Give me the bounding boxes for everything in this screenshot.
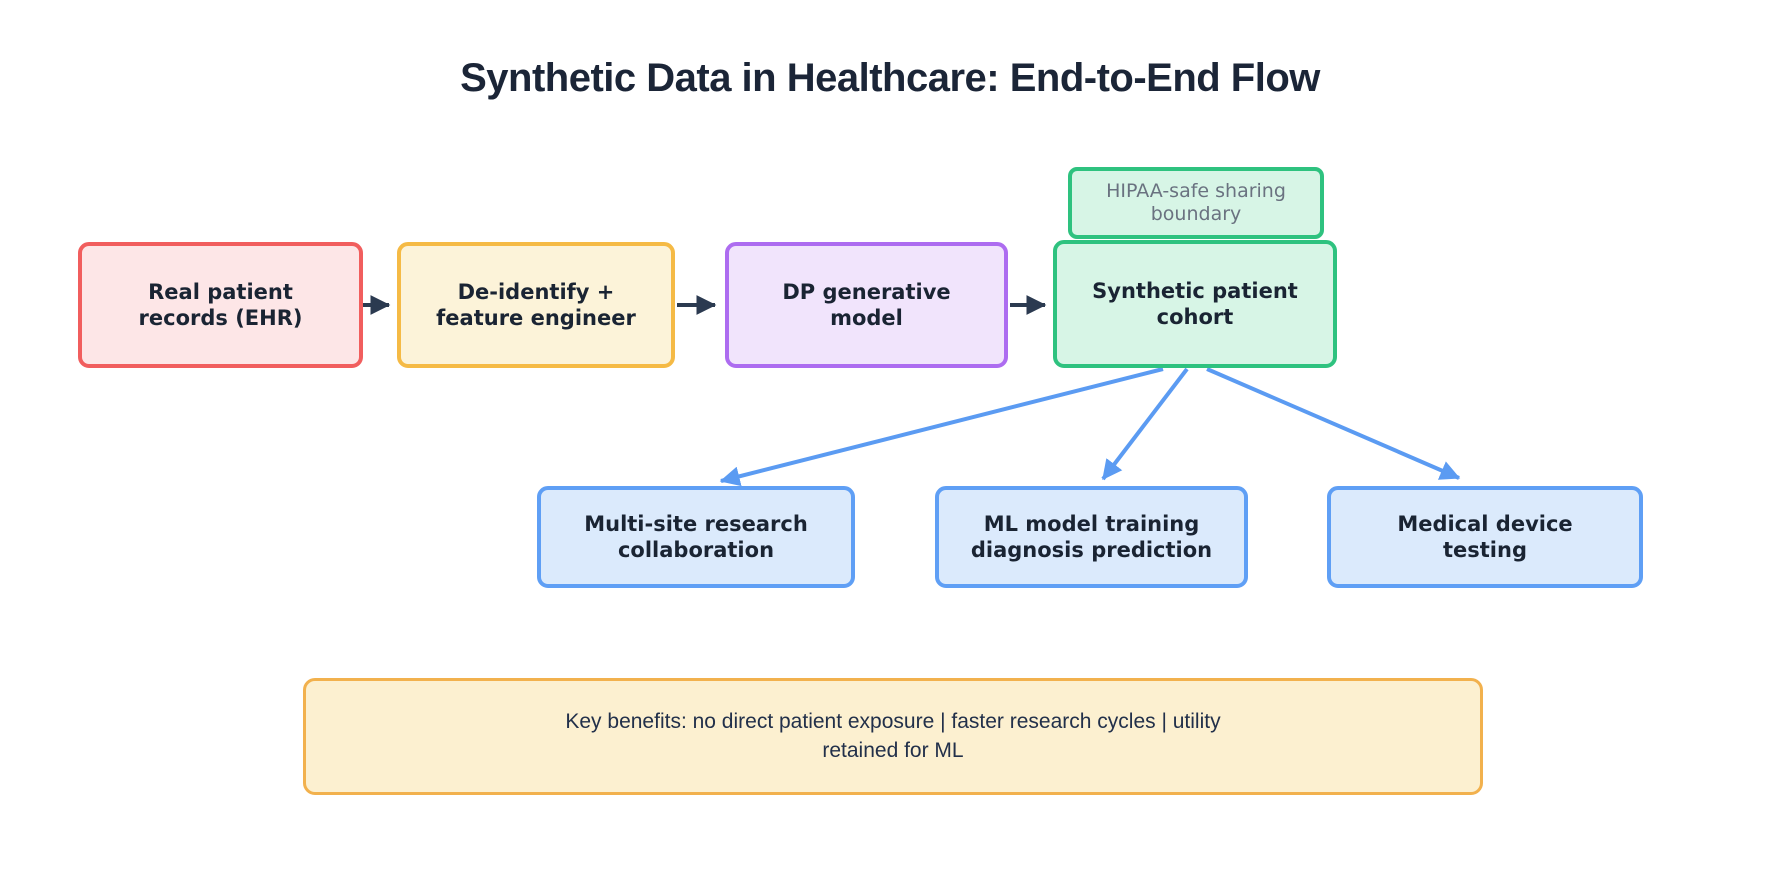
node-medical-device-testing: Medical device testing xyxy=(1327,486,1643,588)
node-synthetic-patient-cohort: Synthetic patient cohort xyxy=(1053,240,1337,368)
arrow-cohort-to-devicetesting xyxy=(1206,367,1461,480)
arrow-cohort-to-mltraining xyxy=(1101,367,1189,481)
arrow-cohort-to-multisite xyxy=(719,367,1164,487)
node-multi-site-research-collaboration: Multi-site research collaboration xyxy=(537,486,855,588)
node-real-patient-records: Real patient records (EHR) xyxy=(78,242,363,368)
key-benefits-note: Key benefits: no direct patient exposure… xyxy=(303,678,1483,795)
node-deidentify-feature-engineer: De-identify + feature engineer xyxy=(397,242,675,368)
node-ml-model-training-diagnosis-prediction: ML model training diagnosis prediction xyxy=(935,486,1248,588)
hipaa-boundary-label: HIPAA-safe sharing boundary xyxy=(1068,167,1324,239)
diagram-title: Synthetic Data in Healthcare: End-to-End… xyxy=(460,56,1320,100)
node-dp-generative-model: DP generative model xyxy=(725,242,1008,368)
